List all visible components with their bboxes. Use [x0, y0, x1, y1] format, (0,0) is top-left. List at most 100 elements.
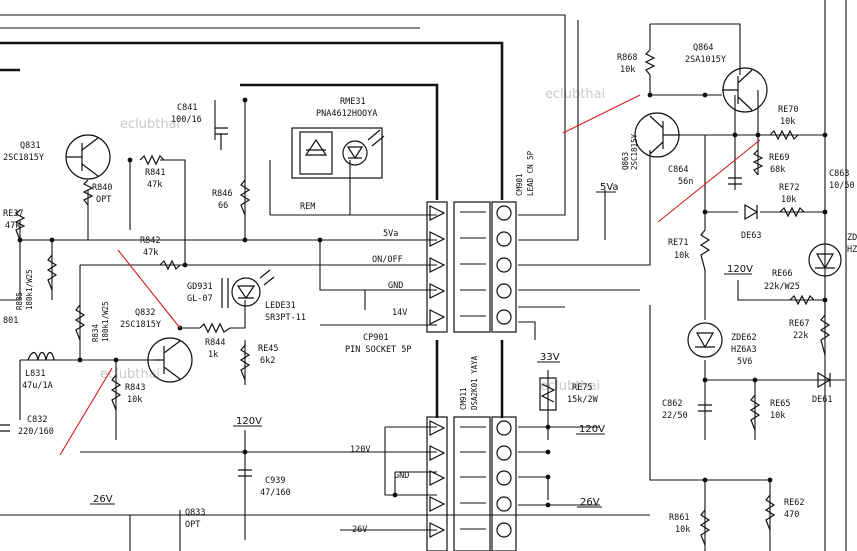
r842-value: 47k	[143, 248, 158, 258]
q863-ref: Q863	[621, 152, 630, 170]
gd931-part: GL-07	[187, 294, 213, 304]
c863-value: 10/50	[829, 181, 855, 191]
r837-ref: RE37	[3, 209, 23, 219]
r870-value: 10k	[780, 117, 795, 127]
r872-value: 10k	[781, 195, 796, 205]
watermark: eclubthai	[545, 87, 605, 102]
rail-26v-left: 26V	[93, 494, 113, 505]
cm901-name: LEAD CN 5P	[526, 150, 535, 196]
pin-label-rem: REM	[300, 202, 315, 212]
r868-ref: R868	[617, 53, 637, 63]
r844-value: 1k	[208, 350, 218, 360]
r871-ref: RE71	[668, 238, 688, 248]
c832-value: 220/160	[18, 427, 54, 437]
r846-ref: R846	[212, 189, 232, 199]
r865-value: 10k	[770, 411, 785, 421]
watermark: eclubthai	[100, 367, 160, 382]
edge-801: 801	[3, 316, 18, 326]
watermark: eclubthai	[120, 117, 180, 132]
pin-label-120v: 120V	[350, 445, 370, 455]
r871-value: 10k	[674, 251, 689, 261]
r835-value: 180k1/W25	[25, 269, 34, 310]
c862-value: 22/50	[662, 411, 688, 421]
c939-ref: C939	[265, 476, 285, 486]
c939-value: 47/160	[260, 488, 291, 498]
r834-ref: R834	[91, 323, 100, 342]
passives	[0, 127, 842, 477]
c841-value: 100/16	[171, 115, 202, 125]
r834-value: 180k1/W25	[101, 301, 110, 342]
q831-ref: Q831	[20, 141, 40, 151]
r869-ref: RE69	[769, 153, 789, 163]
sensor-gd931	[221, 278, 229, 308]
c864-value: 56n	[678, 177, 693, 187]
q863-part: 2SC1815Y	[630, 133, 639, 170]
r868-value: 10k	[620, 65, 635, 75]
r837-value: 47k	[5, 221, 20, 231]
resistors	[14, 49, 831, 546]
q864-ref: Q864	[693, 43, 713, 53]
zde62-value: 5V6	[737, 357, 752, 367]
connector-cp901	[426, 201, 517, 333]
l831-ref: L831	[25, 369, 45, 379]
r875-value: 15k/2W	[567, 395, 599, 405]
r869-value: 68k	[770, 165, 785, 175]
r845-value: 6k2	[260, 356, 275, 366]
zd-edge-part: HZ	[847, 245, 857, 255]
watermark: eclubthai	[540, 379, 600, 394]
cp901-name: PIN SOCKET 5P	[345, 345, 412, 355]
r875-ref: RE75	[572, 383, 592, 393]
r843-ref: R843	[125, 383, 145, 393]
led-lede31	[231, 269, 275, 307]
rme31-part: PNA4612HOOYA	[316, 109, 377, 119]
c832-ref: C832	[27, 415, 47, 425]
cp901-ref: CP901	[363, 333, 389, 343]
r861-value: 10k	[675, 525, 690, 535]
r843-value: 10k	[127, 395, 142, 405]
r862-ref: RE62	[784, 498, 804, 508]
pin-label-5va: 5Va	[383, 229, 398, 239]
transistor-q832	[147, 337, 193, 383]
r841-ref: R841	[145, 168, 165, 178]
r834-label-group: R834 180k1/W25	[91, 301, 110, 342]
q832-part: 2SC1815Y	[120, 320, 161, 330]
red-annotation-lines	[59, 94, 761, 456]
cm911-label-group: CM911 DSA2K01 YAYA	[459, 355, 479, 410]
junctions	[17, 92, 828, 508]
l831-value: 47u/1A	[22, 381, 53, 391]
pin-label-14v: 14V	[392, 308, 407, 318]
cm901-label-group: CM901 LEAD CN 5P	[515, 150, 535, 196]
c864-ref: C864	[668, 165, 688, 175]
r861-ref: R861	[669, 513, 689, 523]
rail-120v-right: 120V	[579, 424, 605, 435]
lede31-ref: LEDE31	[265, 301, 296, 311]
r867-ref: RE67	[789, 319, 809, 329]
q832-ref: Q832	[135, 308, 155, 318]
pin-arrows-top	[429, 205, 446, 325]
zde62-part: HZ6A3	[731, 345, 757, 355]
r841-value: 47k	[147, 180, 162, 190]
transistor-q863	[634, 112, 680, 158]
de63-ref: DE63	[741, 231, 761, 241]
r867-value: 22k	[793, 331, 808, 341]
gd931-ref: GD931	[187, 282, 213, 292]
r842-ref: R842	[140, 236, 160, 246]
r866-ref: RE66	[772, 269, 792, 279]
q833-part: OPT	[185, 520, 200, 530]
pin-circles-top	[496, 205, 512, 325]
c862-ref: C862	[662, 399, 682, 409]
q831-part: 2SC1815Y	[3, 153, 44, 163]
rail-33v: 33V	[540, 352, 560, 363]
r835-label-group: R835 180k1/W25	[15, 269, 34, 310]
cm911-name: DSA2K01 YAYA	[470, 355, 479, 410]
cm911-ref: CM911	[459, 387, 468, 410]
rail-5va: 5Va	[600, 182, 619, 193]
q864-part: 2SA1015Y	[685, 55, 726, 65]
rme31-ref: RME31	[340, 97, 366, 107]
r866-value: 22k/W25	[764, 282, 800, 292]
pin-label-onoff: ON/OFF	[372, 255, 403, 265]
q863-label-group: Q863 2SC1815Y	[621, 133, 639, 170]
r845-ref: RE45	[258, 344, 278, 354]
